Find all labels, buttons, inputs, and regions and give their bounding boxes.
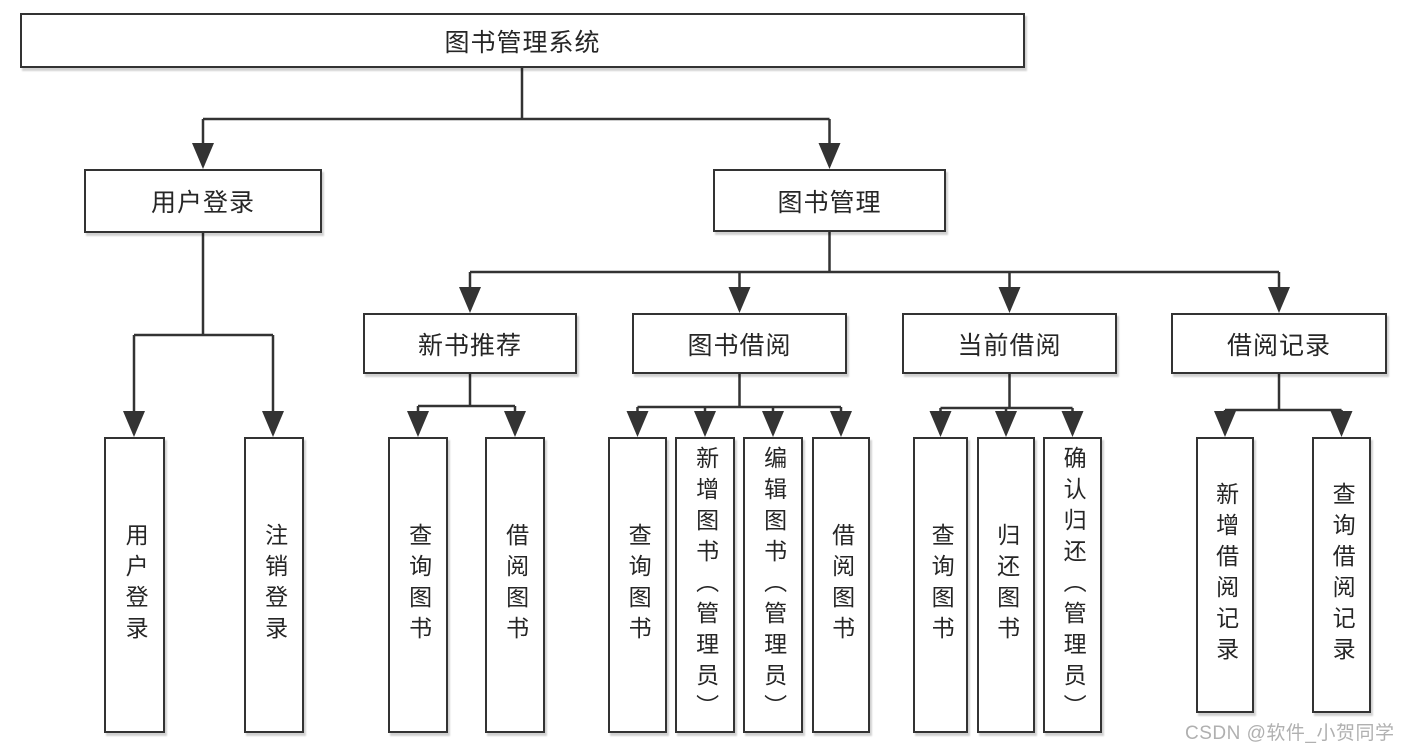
- node-current-borrow: 当前借阅: [902, 313, 1117, 374]
- node-label: 用户登录: [150, 189, 255, 217]
- leaf-user-login: 用户登录: [104, 437, 165, 733]
- leaf-label: 注销登录: [261, 523, 288, 647]
- leaf-label: 查询图书: [625, 523, 652, 647]
- node-label: 当前借阅: [957, 331, 1062, 360]
- connector-newbook-to-leaves: [416, 374, 517, 434]
- connector-root-to-level1: [201, 66, 831, 166]
- leaf-logout: 注销登录: [244, 437, 304, 733]
- node-new-book-recommend: 新书推荐: [363, 313, 577, 374]
- leaf-label: 编辑图书（管理员）: [760, 445, 787, 725]
- leaf-label: 借阅图书: [828, 523, 855, 647]
- node-label: 新书推荐: [417, 331, 522, 360]
- node-label: 图书管理: [777, 188, 882, 217]
- connector-bookborrow-to-leaves: [636, 374, 843, 434]
- leaf-label: 查询借阅记录: [1329, 482, 1356, 668]
- leaf-label: 新增图书（管理员）: [692, 445, 719, 725]
- arrowheads: [123, 143, 1353, 437]
- leaf-label: 查询图书: [405, 523, 432, 647]
- leaf-label: 新增借阅记录: [1212, 482, 1239, 668]
- leaf-label: 查询图书: [928, 523, 955, 647]
- leaf-borrow-add-books-admin: 新增图书（管理员）: [675, 437, 735, 733]
- leaf-borrow-borrow-books: 借阅图书: [812, 437, 870, 733]
- node-label: 图书借阅: [687, 331, 792, 360]
- node-user-login: 用户登录: [84, 169, 322, 233]
- leaf-borrow-query-books: 查询图书: [608, 437, 667, 733]
- leaf-label: 借阅图书: [502, 523, 529, 647]
- leaf-current-confirm-return-admin: 确认归还（管理员）: [1043, 437, 1102, 733]
- node-book-management: 图书管理: [713, 169, 946, 232]
- leaf-records-add-record: 新增借阅记录: [1196, 437, 1254, 713]
- connector-userlogin-to-leaves: [132, 233, 275, 434]
- node-book-borrow: 图书借阅: [632, 313, 847, 374]
- csdn-watermark: CSDN @软件_小贺同学: [1185, 723, 1395, 744]
- leaf-current-return-books: 归还图书: [977, 437, 1035, 733]
- node-borrow-records: 借阅记录: [1171, 313, 1387, 374]
- leaf-label: 确认归还（管理员）: [1060, 445, 1087, 725]
- node-library-management-system: 图书管理系统: [20, 13, 1025, 68]
- node-label: 图书管理系统: [444, 28, 601, 57]
- leaf-borrow-edit-books-admin: 编辑图书（管理员）: [743, 437, 803, 733]
- leaf-label: 归还图书: [993, 523, 1020, 647]
- leaf-records-query-record: 查询借阅记录: [1312, 437, 1371, 713]
- leaf-current-query-books: 查询图书: [913, 437, 968, 733]
- leaf-newbook-query-books: 查询图书: [388, 437, 448, 733]
- leaf-label: 用户登录: [122, 523, 149, 647]
- leaf-newbook-borrow-books: 借阅图书: [485, 437, 545, 733]
- connector-records-to-leaves: [1223, 374, 1343, 434]
- connector-bookmgmt-to-level2: [468, 232, 1281, 310]
- node-label: 借阅记录: [1226, 331, 1331, 360]
